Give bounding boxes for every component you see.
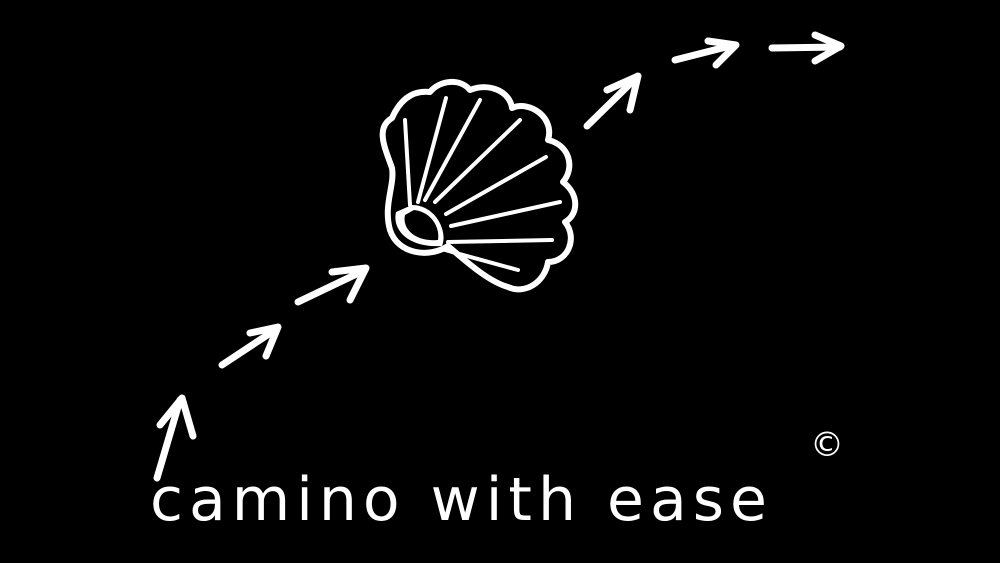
arrow-icon-1 [153, 394, 197, 482]
scallop-shell-icon [379, 79, 579, 293]
arrow-icon-6 [768, 31, 845, 65]
copyright-icon: © [810, 425, 844, 465]
arrow-icon-2 [218, 323, 282, 369]
arrow-icon-4 [583, 72, 642, 130]
brand-tagline: camino with ease [150, 465, 773, 535]
arrow-icon-5 [671, 37, 740, 69]
arrow-icon-3 [294, 264, 370, 306]
